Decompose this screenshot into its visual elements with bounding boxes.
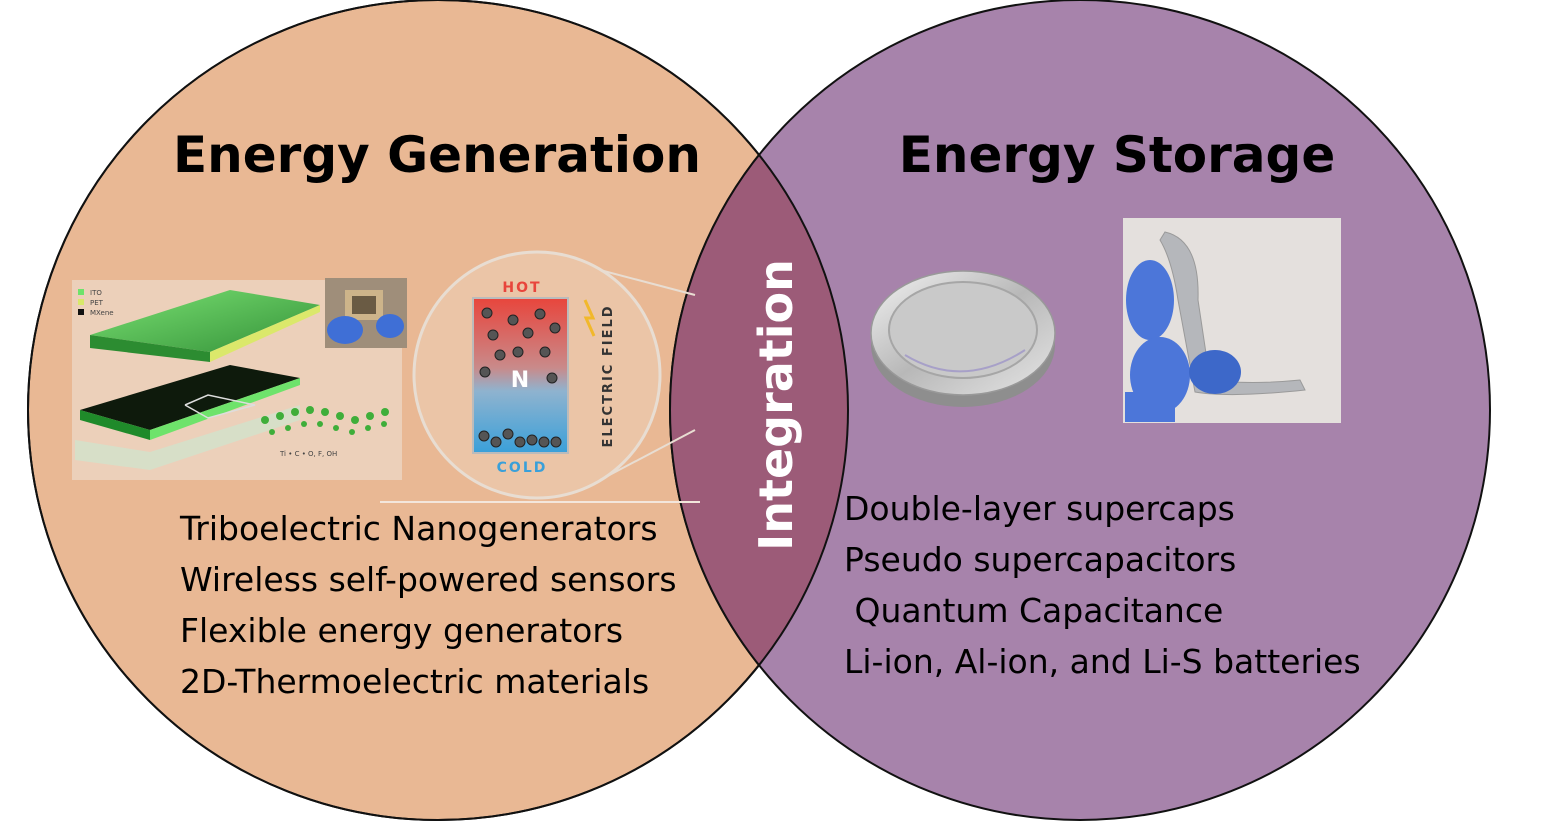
storage-item: Pseudo supercapacitors [844, 540, 1236, 579]
tribo-legend-item: MXene [90, 309, 114, 317]
generation-item: Flexible energy generators [180, 611, 623, 650]
generation-item: Wireless self-powered sensors [180, 560, 677, 599]
overlap-region [669, 0, 848, 820]
storage-item: Quantum Capacitance [844, 591, 1223, 630]
flexible-device-photo [1123, 218, 1341, 423]
generation-list: Triboelectric Nanogenerators Wireless se… [179, 509, 677, 701]
storage-item: Double-layer supercaps [844, 489, 1235, 528]
thermo-field-label: ELECTRIC FIELD [601, 304, 616, 447]
right-title: Energy Storage [899, 126, 1335, 184]
generation-item: Triboelectric Nanogenerators [179, 509, 658, 548]
storage-list: Double-layer supercaps Pseudo supercapac… [844, 489, 1361, 681]
coin-cell-battery [870, 270, 1056, 407]
integration-label: Integration [749, 259, 803, 551]
storage-item: Li-ion, Al-ion, and Li-S batteries [844, 642, 1361, 681]
thermoelectric-figure: N HOT COLD ELECTRIC FIELD [412, 250, 696, 500]
thermo-center-letter: N [511, 368, 529, 393]
tribo-device-illustration: ITO PET MXene Ti • C • O, F, OH [72, 280, 402, 480]
tribo-photo [325, 278, 407, 348]
generation-item: 2D-Thermoelectric materials [180, 662, 649, 701]
tribo-legend-item: ITO [90, 289, 102, 297]
thermo-cold-label: COLD [497, 460, 548, 476]
tribo-caption: Ti • C • O, F, OH [279, 450, 337, 458]
thermo-hot-label: HOT [502, 280, 541, 296]
tribo-legend-item: PET [90, 299, 104, 307]
left-title: Energy Generation [173, 126, 701, 184]
